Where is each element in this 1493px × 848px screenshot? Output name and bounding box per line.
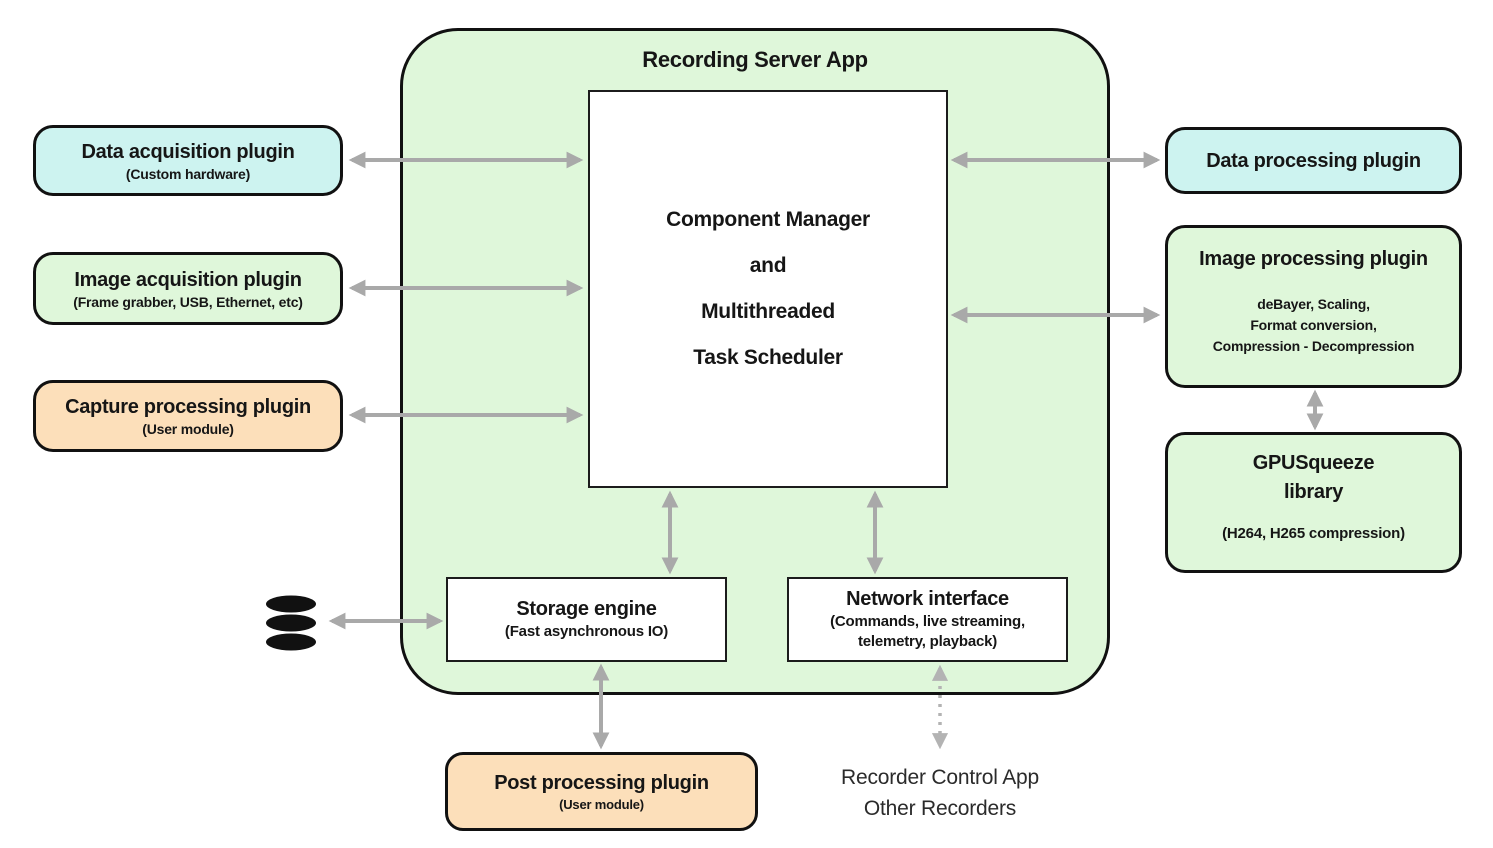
box-title: Storage engine <box>516 598 657 620</box>
container-title: Recording Server App <box>642 47 868 72</box>
core-line-4: Task Scheduler <box>693 346 843 369</box>
component-manager-box: Component Manager and Multithreaded Task… <box>588 90 948 488</box>
box-subtitle: (User module) <box>142 421 234 437</box>
post-processing-plugin-box: Post processing plugin (User module) <box>445 752 758 831</box>
database-icon <box>266 595 316 651</box>
box-subtitle-line: Format conversion, <box>1250 317 1377 333</box>
box-title: Network interface <box>846 588 1009 610</box>
box-title: Post processing plugin <box>494 771 709 794</box>
box-subtitle-block: deBayer, Scaling, Format conversion, Com… <box>1213 294 1415 357</box>
box-title-line: GPUSqueeze <box>1252 452 1375 474</box>
box-title: Image acquisition plugin <box>74 268 302 291</box>
external-line: Recorder Control App <box>841 766 1039 789</box>
gpusqueeze-library-box: GPUSqueeze library (H264, H265 compressi… <box>1165 432 1462 573</box>
data-processing-plugin-box: Data processing plugin <box>1165 127 1462 194</box>
box-title: Data acquisition plugin <box>81 140 295 163</box>
storage-engine-box: Storage engine (Fast asynchronous IO) <box>446 577 727 662</box>
box-subtitle: (User module) <box>559 796 644 812</box>
box-subtitle: (Custom hardware) <box>125 165 251 182</box>
core-line-3: Multithreaded <box>701 300 835 323</box>
data-acquisition-plugin-box: Data acquisition plugin (Custom hardware… <box>33 125 343 196</box>
box-title: GPUSqueeze library <box>1252 449 1375 507</box>
box-subtitle-line: (Commands, live streaming, <box>830 613 1025 630</box>
box-title: Image processing plugin <box>1199 248 1428 270</box>
box-subtitle-line: Compression - Decompression <box>1212 338 1415 354</box>
capture-processing-plugin-box: Capture processing plugin (User module) <box>33 380 343 452</box>
box-subtitle-line: telemetry, playback) <box>857 633 998 650</box>
core-line-2: and <box>749 254 787 277</box>
network-interface-box: Network interface (Commands, live stream… <box>787 577 1068 662</box>
box-title-line: library <box>1283 481 1344 503</box>
box-subtitle: (Frame grabber, USB, Ethernet, etc) <box>73 293 303 310</box>
core-line-1: Component Manager <box>666 208 870 231</box>
box-title: Data processing plugin <box>1206 149 1421 172</box>
box-title: Capture processing plugin <box>65 396 311 418</box>
image-processing-plugin-box: Image processing plugin deBayer, Scaling… <box>1165 225 1462 388</box>
box-subtitle: (H264, H265 compression) <box>1222 525 1405 542</box>
external-line: Other Recorders <box>863 797 1017 820</box>
box-subtitle-line: deBayer, Scaling, <box>1257 296 1370 312</box>
image-acquisition-plugin-box: Image acquisition plugin (Frame grabber,… <box>33 252 343 325</box>
recorder-control-app-label: Recorder Control App Other Recorders <box>800 762 1080 824</box>
box-subtitle: (Fast asynchronous IO) <box>504 623 669 640</box>
